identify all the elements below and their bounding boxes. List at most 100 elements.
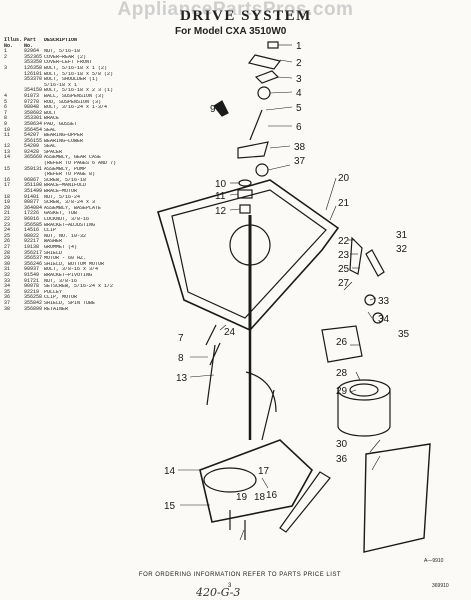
parts-cell-no: 3 <box>4 64 8 71</box>
parts-cell-no: 9 <box>4 120 8 127</box>
parts-cell-no: 10 <box>4 126 11 133</box>
parts-cell-part: 91721 <box>24 277 40 284</box>
gear-case-part <box>199 439 314 523</box>
parts-cell-desc: SEAL <box>44 127 57 133</box>
parts-cell-desc: BOLT, 3/8-16 x 3/4 <box>44 267 99 273</box>
parts-cell-no: 22 <box>4 216 11 222</box>
callout-9: 9 <box>210 104 216 115</box>
parts-cell-no: 16 <box>4 176 11 183</box>
parts-cell-part: 356246 <box>24 260 43 267</box>
figure-id: A—9910 <box>424 558 444 564</box>
parts-cell-desc: NUT, 5/16-18 <box>44 49 81 55</box>
parts-cell-desc: ASSEMBLY, GEAR CASE <box>44 155 102 161</box>
parts-cell-desc: BOLT, 5/16-18 x 1 (2) <box>44 65 108 71</box>
callout-14: 14 <box>164 466 176 477</box>
parts-cell-part: 364084 <box>24 204 43 211</box>
parts-cell-desc: BRACKET—ADJUSTING <box>44 222 96 228</box>
callout-38: 38 <box>294 142 306 153</box>
parts-cell-part: 354150 <box>24 87 43 94</box>
baseplate-part <box>157 179 340 331</box>
callout-32: 32 <box>396 244 408 255</box>
seal-part <box>238 179 252 187</box>
parts-cell-part: 126358 <box>24 64 43 71</box>
manifold-brace <box>245 371 277 413</box>
nut-part <box>267 41 279 49</box>
callout-29: 29 <box>336 386 348 397</box>
parts-cell-part: 92428 <box>24 148 40 155</box>
parts-cell-desc: COVER—LEFT FRONT <box>44 60 93 66</box>
parts-table-row: (REFER TO PAGE 8) <box>4 172 154 178</box>
parts-cell-part: 97270 <box>24 98 40 105</box>
parts-cell-desc: 5/16-18 x 1 <box>44 82 78 88</box>
callout-1: 1 <box>296 41 302 52</box>
callout-25: 25 <box>338 264 350 275</box>
parts-cell-no: 30 <box>4 260 11 267</box>
callout-13: 13 <box>176 373 188 384</box>
callout-37: 37 <box>294 156 306 167</box>
parts-cell-desc: NUT, 3/8-16 <box>44 278 78 284</box>
parts-cell-no: 32 <box>4 271 11 278</box>
parts-cell-desc: BEARING—LOWER <box>44 138 84 144</box>
parts-cell-desc: RETAINER <box>44 306 69 312</box>
parts-cell-part: 352365 <box>24 53 43 60</box>
parts-cell-desc: SHIELD, BOTTOM MOTOR <box>44 261 105 267</box>
parts-cell-part: 351499 <box>24 188 43 195</box>
parts-cell-part: 90937 <box>24 266 40 273</box>
bearing-lower-part <box>239 204 251 214</box>
parts-cell-desc: SETSCREW, 5/16-24 x 1/2 <box>44 284 114 290</box>
model-subtitle: For Model CXA 3510W0 <box>175 26 287 37</box>
parts-cell-desc: BOLT, SHOULDER (1) <box>44 77 99 83</box>
motor-pulley <box>349 383 379 397</box>
parts-cell-desc: SCREW, 3/8-24 x 3 <box>44 200 96 206</box>
parts-table-row: 31 90937 BOLT, 3/8-16 x 3/4 <box>4 267 154 273</box>
parts-cell-no: 1 <box>4 48 8 55</box>
parts-cell-part: 365660 <box>24 154 43 161</box>
parts-table-row: (REFER TO PAGES 6 AND 7) <box>4 161 154 167</box>
parts-cell-part: 356258 <box>24 294 43 301</box>
parts-cell-no: 7 <box>4 109 8 116</box>
bottom-motor-shield-part <box>363 443 431 553</box>
callout-23: 23 <box>338 250 350 261</box>
parts-cell-part: 356217 <box>24 249 43 256</box>
parts-cell-part: 351100 <box>24 182 43 189</box>
brace-part <box>213 100 229 117</box>
parts-cell-part: 353350 <box>24 59 43 66</box>
parts-cell-desc: BALL, SUSPENSION (3) <box>44 93 105 99</box>
parts-cell-desc: BEARING—UPPER <box>44 133 84 139</box>
callout-17: 17 <box>258 466 270 477</box>
parts-cell-no: 12 <box>4 143 11 150</box>
motor-brace-part <box>279 471 331 533</box>
callout-11: 11 <box>215 191 226 202</box>
parts-cell-no: 25 <box>4 232 11 239</box>
parts-table-row: 5/16-18 x 1 <box>4 83 154 89</box>
parts-cell-part: 19138 <box>24 243 40 250</box>
parts-cell-desc: BOLT <box>44 110 57 116</box>
callout-26: 26 <box>336 337 348 348</box>
parts-cell-no: 31 <box>4 266 11 273</box>
parts-cell-desc: BRACE—MANIFOLD <box>44 183 87 189</box>
callout-36: 36 <box>336 454 348 465</box>
parts-cell-desc: SHIELD, SPIN TUBE <box>44 300 96 306</box>
parts-cell-desc: BRACE—MOTOR <box>44 189 78 195</box>
parts-cell-part: 90877 <box>24 199 40 206</box>
callout-3: 3 <box>296 74 302 85</box>
parts-cell-desc: ASSEMBLY, BASEPLATE <box>44 205 102 211</box>
